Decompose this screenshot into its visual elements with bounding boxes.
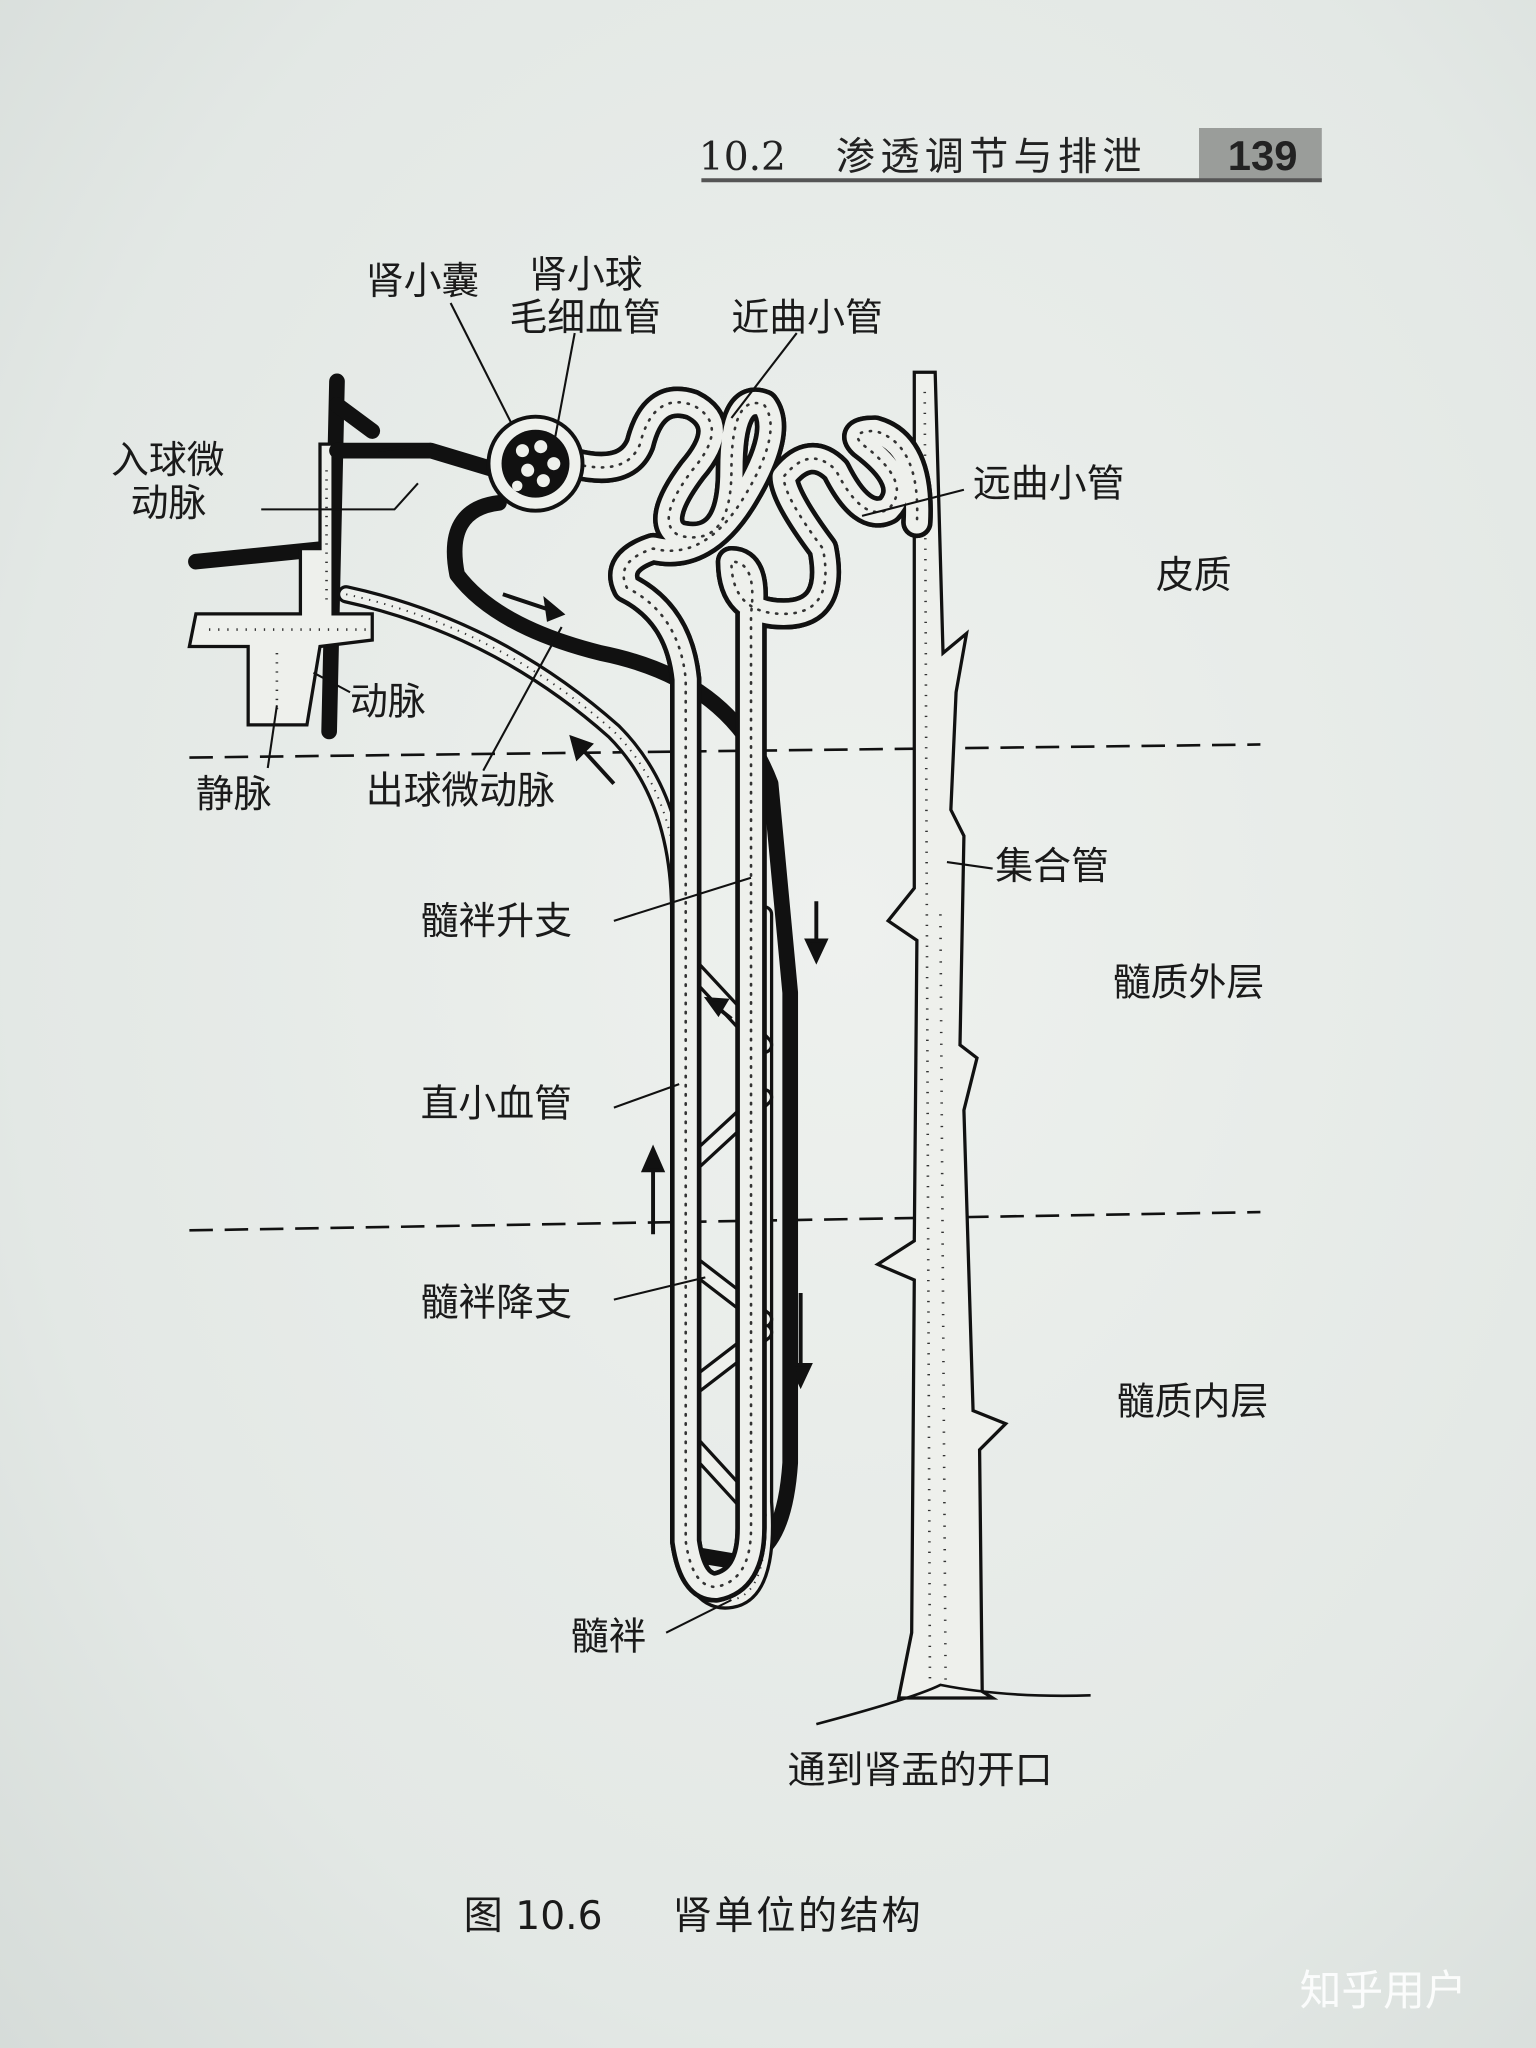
artery-vein — [187, 373, 799, 1569]
page-number: 139 — [1228, 132, 1298, 179]
section-number: 10.2 — [699, 135, 786, 180]
figure-number: 图 10.6 — [464, 1894, 603, 1939]
figure-title: 肾单位的结构 — [673, 1894, 924, 1939]
watermark: 知乎用户 — [1300, 1966, 1467, 2015]
collecting-duct — [815, 370, 1091, 1726]
label-collecting-duct: 集合管 — [995, 844, 1109, 888]
label-artery: 动脉 — [350, 679, 426, 723]
section-title: 渗透调节与排泄 — [836, 135, 1147, 180]
label-outer-medulla: 髓质外层 — [1113, 960, 1264, 1004]
label-distal-tubule: 远曲小管 — [973, 461, 1124, 505]
label-afferent-arteriole-2: 动脉 — [131, 481, 207, 525]
label-cortex: 皮质 — [1156, 553, 1232, 597]
label-vein: 静脉 — [196, 772, 272, 816]
label-efferent-arteriole: 出球微动脉 — [366, 768, 555, 812]
labels: 肾小囊 肾小球 毛细血管 近曲小管 入球微 动脉 远曲小管 皮质 动脉 静脉 出… — [111, 252, 1268, 1792]
label-vasa-recta: 直小血管 — [421, 1082, 572, 1126]
label-descending-limb: 髓袢降支 — [421, 1280, 572, 1324]
label-inner-medulla: 髓质内层 — [1117, 1380, 1268, 1424]
outer-inner-medulla-boundary — [189, 1210, 1261, 1232]
page-number-box — [1199, 128, 1322, 181]
figure-caption: 图 10.6 肾单位的结构 — [464, 1894, 924, 1939]
leader-lines — [261, 302, 993, 1634]
label-glomerulus: 肾小球 — [529, 252, 643, 296]
label-ascending-limb: 髓袢升支 — [421, 899, 572, 943]
label-afferent-arteriole: 入球微 — [111, 438, 225, 482]
label-pelvis-opening: 通到肾盂的开口 — [788, 1748, 1053, 1792]
label-bowmans-capsule: 肾小囊 — [366, 259, 480, 303]
flow-arrows — [502, 592, 829, 1390]
cortex-medulla-boundary — [189, 743, 1261, 759]
running-header: 10.2 渗透调节与排泄 139 — [699, 128, 1322, 183]
nephron-tubule — [486, 402, 917, 1587]
label-loop-of-henle: 髓袢 — [571, 1615, 647, 1659]
label-proximal-tubule: 近曲小管 — [731, 295, 882, 339]
label-glomerulus-capillary: 毛细血管 — [509, 295, 660, 339]
